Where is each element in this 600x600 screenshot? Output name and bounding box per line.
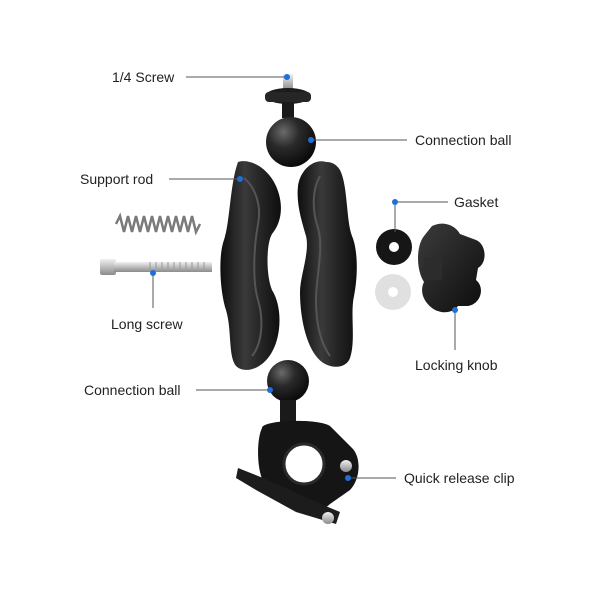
clip-ring-opening: [284, 444, 324, 484]
leader-dot-long-screw: [150, 270, 156, 276]
label-gasket: Gasket: [454, 194, 499, 210]
locking-knob-part: [418, 223, 485, 313]
top-connection-ball: [266, 117, 316, 167]
label-quarter-screw: 1/4 Screw: [112, 69, 175, 85]
long-screw-head: [100, 259, 116, 275]
right-arm-body: [297, 161, 357, 367]
gasket-light-hole: [388, 287, 398, 297]
locking-knob-body: [418, 223, 485, 313]
leader-dot-top-ball: [308, 137, 314, 143]
mount-plate-edge: [265, 92, 311, 102]
bottom-ball-mount: [267, 360, 309, 424]
gasket-dark-hole: [389, 242, 399, 252]
leader-dot-support-rod: [237, 176, 243, 182]
leader-lines: [152, 76, 456, 479]
left-arm-body: [220, 161, 281, 370]
locking-knob-stem: [424, 258, 442, 280]
long-screw-part: [100, 259, 212, 275]
label-connection-ball-top: Connection ball: [415, 132, 512, 148]
clip-release-lever: [236, 468, 340, 524]
leader-dots: [150, 74, 458, 481]
leader-dot-quarter-screw: [284, 74, 290, 80]
spring: [114, 212, 202, 236]
label-support-rod: Support rod: [80, 171, 154, 187]
clip-bolt: [340, 460, 352, 472]
quick-release-clip-part: [236, 420, 359, 524]
label-long-screw: Long screw: [111, 316, 183, 332]
leader-dot-clip: [345, 475, 351, 481]
bottom-ball-neck: [280, 400, 296, 424]
support-rod-left-half: [220, 161, 281, 370]
right-arm-groove: [312, 175, 331, 357]
gasket-parts: [375, 229, 412, 310]
label-quick-release-clip: Quick release clip: [404, 470, 515, 486]
leader-dot-gasket: [392, 199, 398, 205]
leader-dot-locking-knob: [452, 307, 458, 313]
long-screw-shaft: [114, 262, 212, 272]
long-screw-threads: [149, 262, 205, 272]
top-ball-mount: [265, 74, 316, 167]
bottom-connection-ball: [267, 360, 309, 402]
leader-gasket: [394, 201, 448, 232]
mount-neck: [282, 102, 294, 118]
leader-dot-bottom-ball: [267, 387, 273, 393]
clip-lever-bolt: [322, 512, 334, 524]
quarter-screw-thread: [283, 74, 293, 90]
clip-ring-rim: [282, 442, 326, 486]
label-locking-knob: Locking knob: [415, 357, 498, 373]
label-connection-ball-bottom: Connection ball: [84, 382, 181, 398]
spring-coil: [114, 212, 202, 236]
support-rod-right-half: [297, 161, 357, 367]
left-arm-groove: [243, 177, 263, 357]
